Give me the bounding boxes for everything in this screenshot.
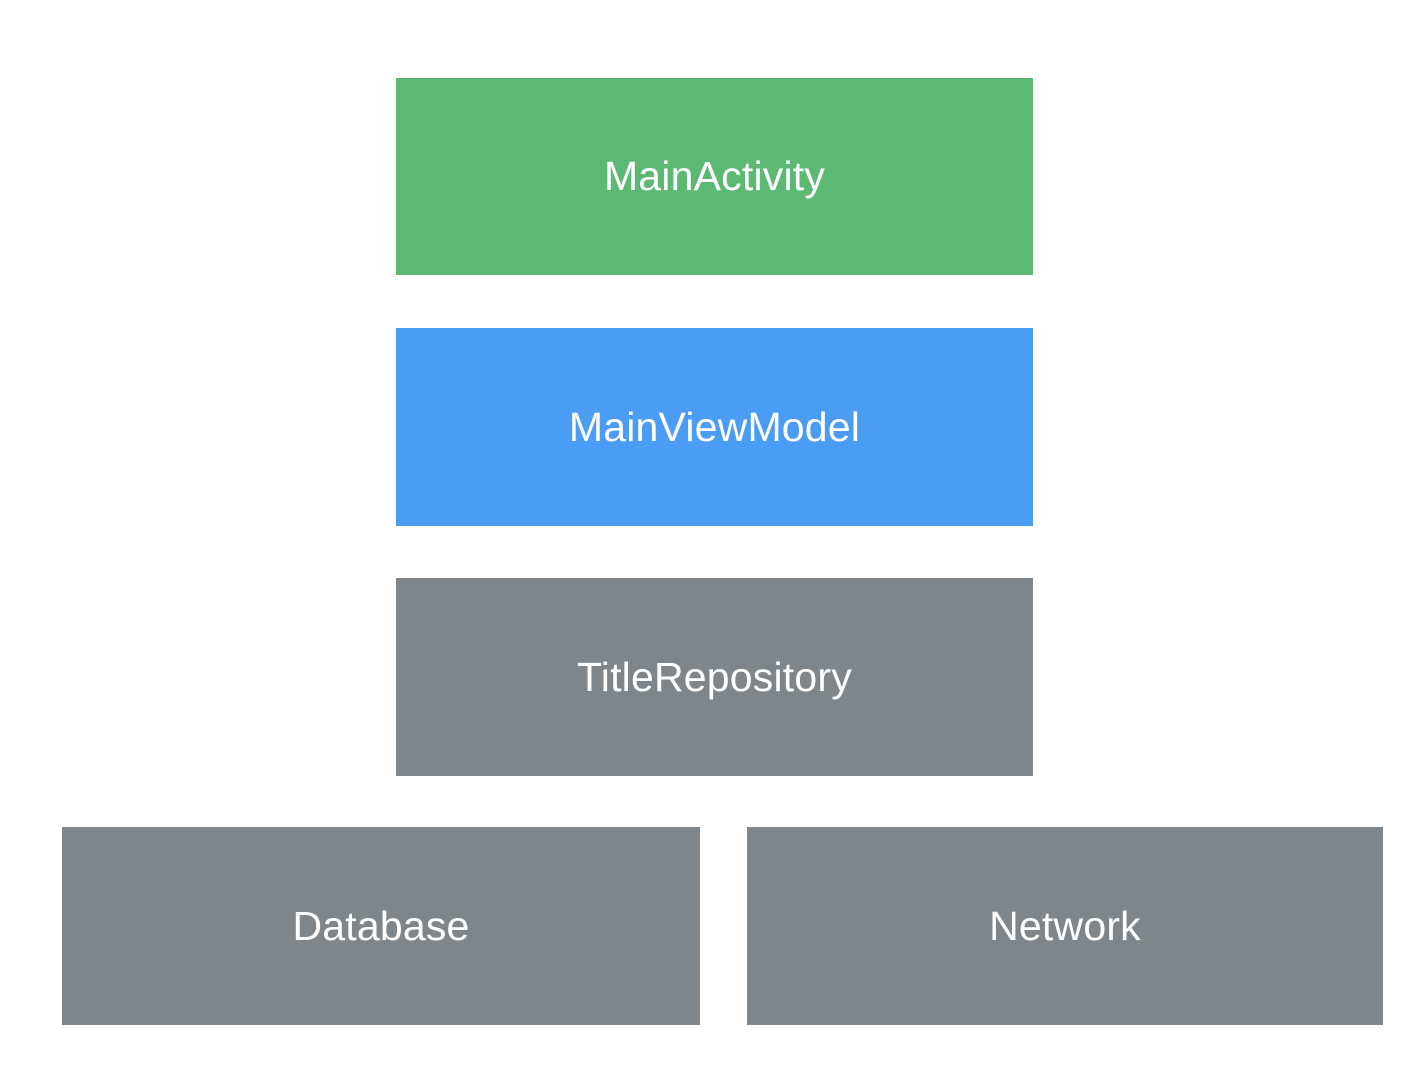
node-title-repository-label: TitleRepository [577,653,852,700]
node-title-repository[interactable]: TitleRepository [396,578,1033,776]
node-main-view-model-label: MainViewModel [568,403,861,450]
node-main-view-model[interactable]: MainViewModel [396,328,1033,526]
node-network[interactable]: Network [747,827,1383,1025]
node-main-activity-label: MainActivity [603,153,826,199]
node-database-label: Database [292,902,470,949]
node-main-activity[interactable]: MainActivity [396,78,1033,275]
node-database[interactable]: Database [62,827,700,1025]
node-network-label: Network [989,902,1141,949]
